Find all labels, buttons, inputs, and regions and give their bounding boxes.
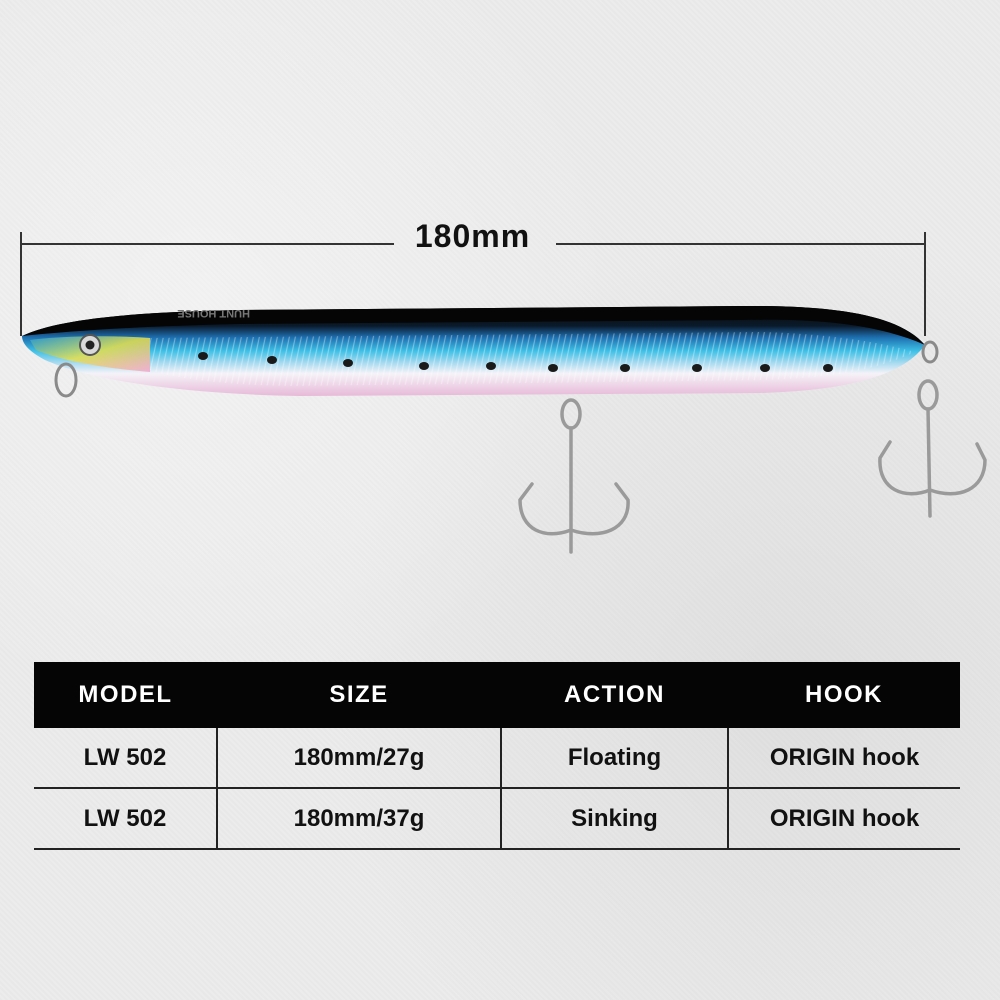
dimension-line-left [20,243,394,245]
dimension-line-right [556,243,926,245]
lure-body [22,305,925,396]
cell-hook: ORIGIN hook [727,728,960,789]
cell-action: Sinking [500,788,728,850]
table-row: LW 502 180mm/37g Sinking ORIGIN hook [34,788,960,850]
dimension-label: 180mm [414,218,531,254]
fishing-lure-image: HUNT HOUSE [22,305,987,554]
specification-table: MODEL SIZE ACTION HOOK LW 502 180mm/27g … [34,662,960,850]
header-size: SIZE [217,662,501,728]
cell-size: 180mm/27g [216,728,501,789]
dimension-right-tick [924,232,926,336]
tail-treble-hook [878,379,987,518]
header-hook: HOOK [728,662,960,728]
line-tie-ring [54,340,939,398]
table-header-row: MODEL SIZE ACTION HOOK [34,662,960,728]
lure-spots [198,352,833,372]
header-action: ACTION [501,662,728,728]
header-model: MODEL [34,662,217,728]
cell-action: Floating [500,728,728,789]
lure-eye [79,334,101,356]
cell-model: LW 502 [34,788,217,850]
cell-model: LW 502 [34,728,217,789]
table-row: LW 502 180mm/27g Floating ORIGIN hook [34,728,960,789]
cell-hook: ORIGIN hook [727,788,960,850]
cell-size: 180mm/37g [216,788,501,850]
lure-brand-text: HUNT HOUSE [177,307,250,319]
dimension-left-tick [20,232,22,336]
belly-treble-hook [518,398,630,554]
